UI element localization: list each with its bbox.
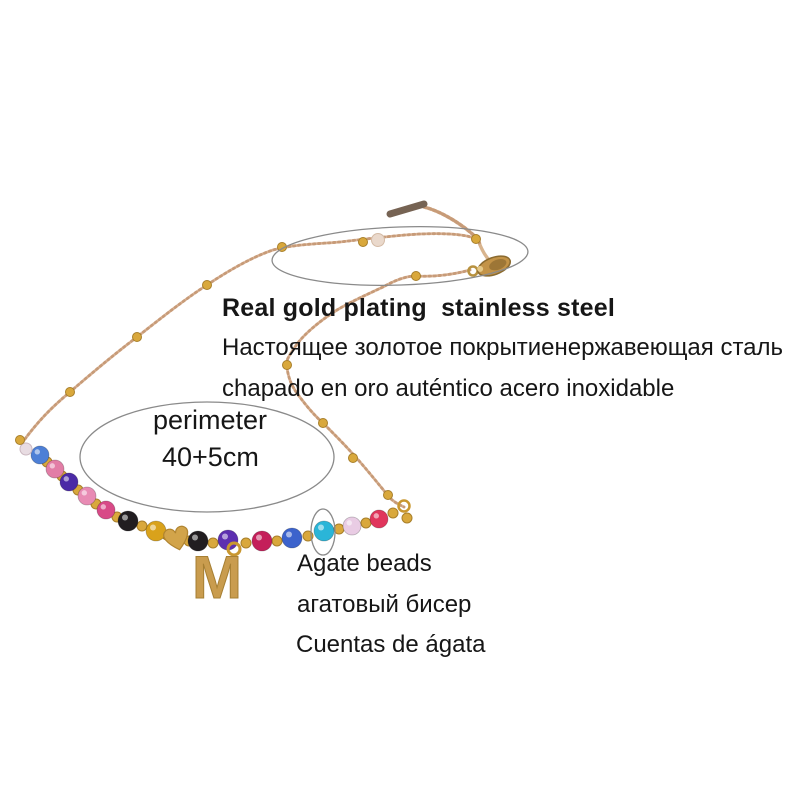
lobster-clasp-icon: [467, 255, 511, 277]
chain-station-bead: [348, 453, 358, 463]
bead-highlight: [373, 513, 379, 519]
agate-bead-lavender: [342, 516, 362, 536]
letter-charm-m: M: [192, 544, 242, 611]
gold-spacer-bead: [401, 512, 413, 524]
strand-end-crimp: [15, 435, 33, 456]
bead-highlight: [49, 463, 55, 469]
chain-station-bead: [358, 237, 368, 247]
beads-label-es: Cuentas de ágata: [296, 631, 486, 658]
bead-highlight: [286, 531, 292, 538]
bead-highlight: [150, 524, 156, 531]
bead-highlight: [318, 524, 324, 531]
bead-highlight: [192, 534, 198, 541]
title-ru: Настоящее золотое покрытиенержавеющая ст…: [222, 334, 784, 361]
agate-bead-royal-blue: [281, 527, 303, 549]
agate-bead-blue: [30, 445, 50, 465]
bead-highlight: [81, 490, 88, 496]
connector-bead: [371, 233, 385, 247]
perimeter-callout-ellipse: [79, 401, 335, 513]
agate-bead-light-pink: [77, 486, 97, 506]
agate-beads-strand: [30, 445, 389, 552]
bead-highlight: [34, 449, 40, 455]
clasp-callout-ellipse: [271, 226, 529, 286]
agate-bead-crimson: [251, 530, 273, 552]
chain-station-bead: [383, 490, 393, 500]
gold-spacer-bead: [207, 537, 219, 549]
gold-spacer-bead: [360, 517, 372, 529]
heart-charm-icon: [163, 525, 189, 551]
agate-bead-deep-pink: [96, 500, 116, 520]
strand-jump-ring: [397, 499, 411, 513]
chain-station-beads: [65, 234, 481, 500]
perimeter-value: 40+5cm: [162, 442, 259, 472]
chain-station-bead: [132, 332, 142, 342]
agate-bead-amber: [145, 520, 167, 542]
agate-bead-red: [369, 509, 389, 529]
bead-highlight: [100, 504, 107, 510]
title-en: Real gold plating stainless steel: [222, 294, 616, 322]
chain-station-bead: [65, 387, 75, 397]
chain-station-bead: [282, 360, 292, 370]
gold-spacer-bead: [240, 537, 252, 549]
gold-spacer-bead: [136, 520, 148, 532]
bead-highlight: [256, 534, 262, 541]
agate-bead-dark-purple: [59, 472, 79, 492]
perimeter-label: perimeter: [153, 405, 268, 435]
title-es: chapado en oro auténtico acero inoxidabl…: [222, 375, 675, 402]
gold-spacer-bead: [271, 535, 283, 547]
chain-station-bead: [202, 280, 212, 290]
gold-spacer-bead: [387, 507, 399, 519]
extension-tail-bar: [386, 200, 428, 218]
beads-label-ru: агатовый бисер: [297, 591, 472, 618]
beads-label-en: Agate beads: [297, 550, 432, 577]
bead-highlight: [63, 476, 69, 482]
bead-highlight: [346, 520, 352, 526]
agate-bead-cyan: [313, 520, 335, 542]
agate-bead-callout-ellipse: [310, 508, 336, 556]
bead-highlight: [122, 514, 128, 521]
bead-highlight: [222, 533, 228, 540]
chain-station-bead: [411, 271, 421, 281]
agate-bead-pink: [45, 459, 65, 479]
chain-station-bead: [318, 418, 328, 428]
chain-station-bead: [471, 234, 481, 244]
charm-jump-ring: [226, 541, 242, 557]
agate-bead-black: [117, 510, 139, 532]
